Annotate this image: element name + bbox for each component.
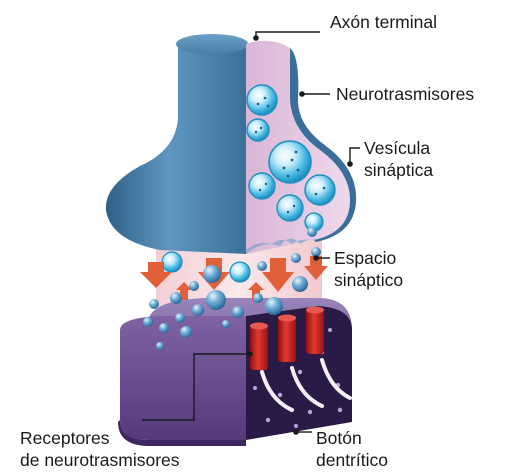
label-dendritic-button-line1: Botón xyxy=(316,428,362,449)
label-synaptic-cleft-line2: sináptico xyxy=(334,270,403,291)
label-receptors-line2: de neurotrasmisores xyxy=(20,450,180,471)
label-receptors-line1: Receptores xyxy=(20,428,110,449)
label-axon-terminal: Axón terminal xyxy=(330,12,437,33)
label-synaptic-vesicle-line1: Vesícula xyxy=(364,138,430,159)
label-dendritic-button-line2: dentrítico xyxy=(316,450,388,471)
label-synaptic-cleft-line1: Espacio xyxy=(334,248,396,269)
label-neurotransmitters: Neurotrasmisores xyxy=(336,84,474,105)
label-synaptic-vesicle-line2: sináptica xyxy=(364,160,433,181)
